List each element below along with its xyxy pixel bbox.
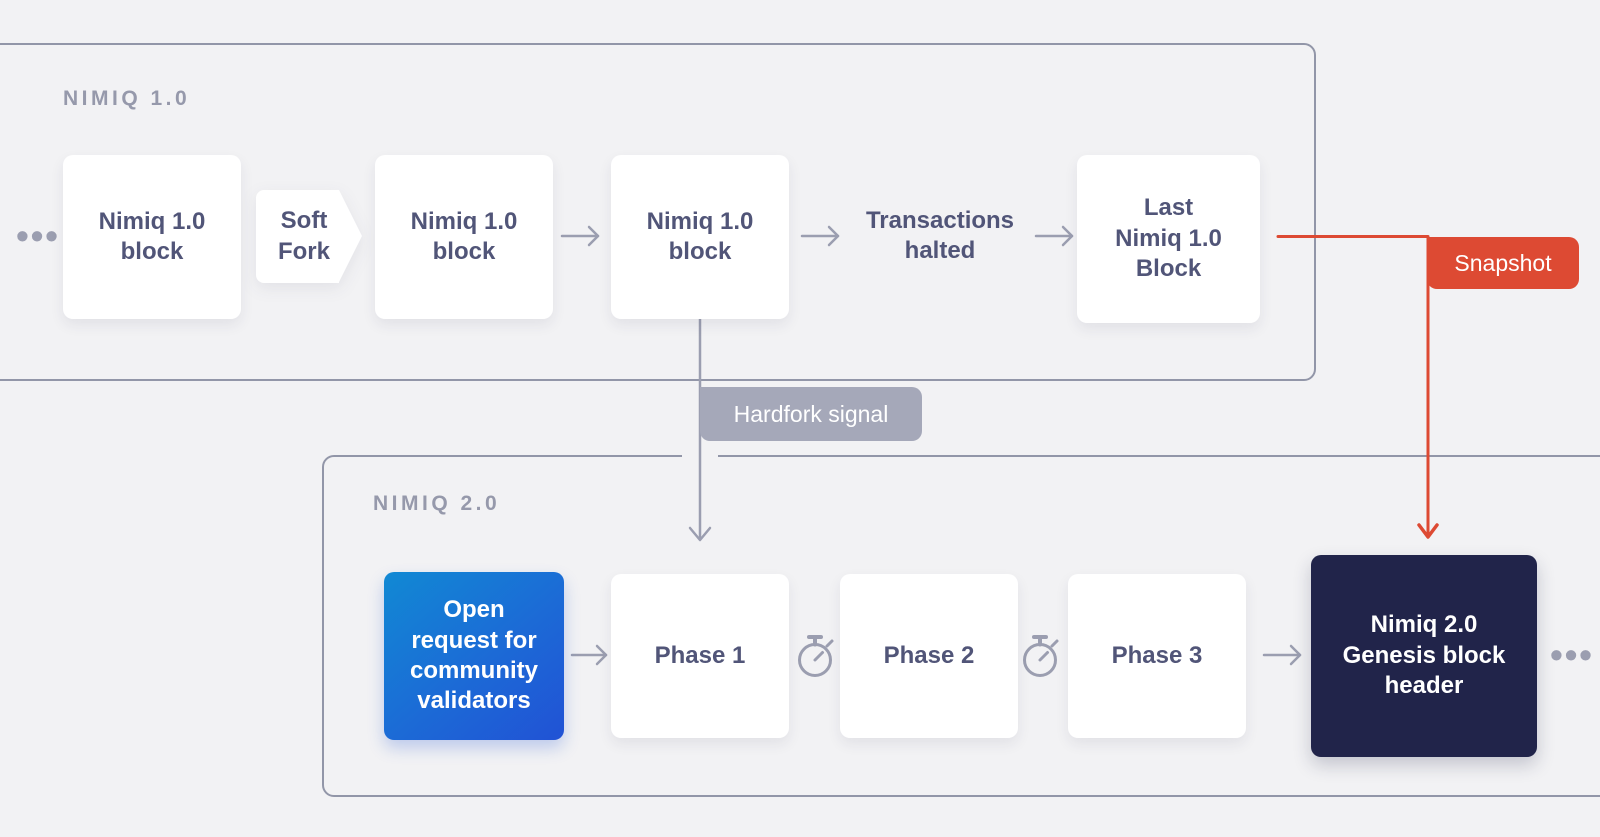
phase3-card: Phase 3: [1068, 574, 1246, 738]
nimiq1-group-box: [0, 43, 1316, 381]
nimiq2-group-box: [322, 455, 1600, 797]
soft-fork-label: Soft Fork: [277, 207, 330, 265]
nimiq1-title: NIMIQ 1.0: [63, 87, 191, 110]
nimiq1-block-card: Nimiq 1.0 block: [63, 155, 241, 319]
soft-fork-chevron-point: [339, 190, 362, 282]
genesis-block-card: Nimiq 2.0 Genesis block header: [1311, 555, 1537, 757]
soft-fork-chevron-body: [256, 190, 339, 283]
transactions-halted-label: Transactions halted: [865, 206, 1015, 264]
ellipsis-right: •••: [1550, 634, 1594, 675]
hardfork-signal-badge: Hardfork signal: [700, 387, 922, 441]
nimiq2-title: NIMIQ 2.0: [373, 492, 501, 515]
snapshot-badge: Snapshot: [1427, 237, 1579, 289]
nimiq1-block-card: Nimiq 1.0 block: [611, 155, 789, 319]
ellipsis-left: •••: [16, 215, 60, 256]
phase1-card: Phase 1: [611, 574, 789, 738]
phase2-card: Phase 2: [840, 574, 1018, 738]
nimiq1-block-card: Nimiq 1.0 block: [375, 155, 553, 319]
last-nimiq1-block-card: Last Nimiq 1.0 Block: [1077, 155, 1260, 323]
soft-fork-chevron: Soft Fork: [256, 190, 362, 283]
open-request-card: Open request for community validators: [384, 572, 564, 740]
